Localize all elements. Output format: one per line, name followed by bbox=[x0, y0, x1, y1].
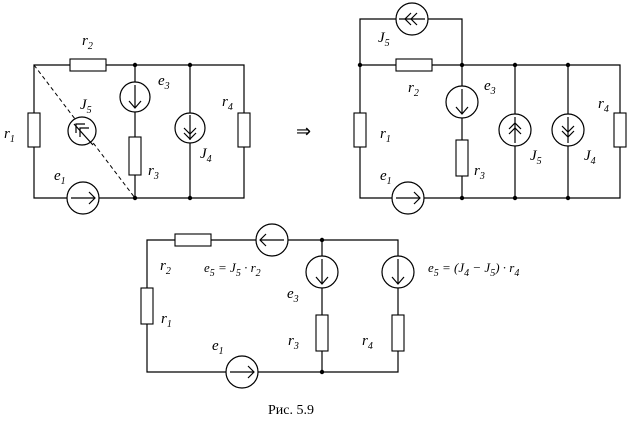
current-source-j4 bbox=[551, 113, 585, 147]
label-r4: r4 bbox=[362, 333, 373, 352]
resistor-r4 bbox=[391, 314, 405, 352]
label-e3: e3 bbox=[484, 78, 496, 97]
circuit-bottom: r2 r1 e1 e3 r3 r4 e5 = J5 · r2 e5 = (J4 … bbox=[140, 223, 519, 389]
label-r2: r2 bbox=[160, 258, 171, 277]
figure-caption: Рис. 5.9 bbox=[268, 403, 314, 418]
node bbox=[132, 195, 138, 201]
label-j5: J5 bbox=[80, 97, 92, 116]
node bbox=[187, 62, 193, 68]
node bbox=[132, 62, 138, 68]
current-source-j4 bbox=[174, 112, 206, 144]
label-r2: r2 bbox=[82, 33, 93, 52]
current-source-j5 bbox=[498, 113, 532, 147]
label-j4: J4 bbox=[584, 148, 596, 167]
current-source-j5 bbox=[67, 116, 97, 146]
source-e3 bbox=[445, 85, 479, 119]
label-j5: J5 bbox=[530, 148, 542, 167]
source-e1 bbox=[66, 181, 100, 215]
label-r3: r3 bbox=[288, 333, 299, 352]
label-r3: r3 bbox=[474, 163, 485, 182]
label-r1: r1 bbox=[380, 126, 391, 145]
resistor-r2 bbox=[174, 233, 212, 247]
node bbox=[565, 62, 571, 68]
node bbox=[512, 62, 518, 68]
label-r3: r3 bbox=[148, 163, 159, 182]
node bbox=[357, 62, 363, 68]
resistor-r1 bbox=[140, 287, 154, 325]
node bbox=[512, 195, 518, 201]
node bbox=[565, 195, 571, 201]
label-e3: e3 bbox=[287, 286, 299, 305]
label-j4: J4 bbox=[200, 146, 212, 165]
source-e5-right bbox=[381, 255, 415, 289]
label-j5-top: J5 bbox=[378, 30, 390, 49]
node bbox=[319, 369, 325, 375]
resistor-r3 bbox=[128, 136, 142, 176]
label-r1: r1 bbox=[4, 126, 15, 145]
resistor-r4 bbox=[237, 112, 251, 148]
label-r4: r4 bbox=[598, 96, 609, 115]
circuit-left: r2 r1 J5 e3 r3 J4 r4 e1 bbox=[4, 33, 251, 215]
equation-e5-right: e5 = (J4 − J5) · r4 bbox=[428, 260, 519, 279]
label-e3: e3 bbox=[158, 73, 170, 92]
label-e1: e1 bbox=[54, 168, 66, 187]
source-e1 bbox=[391, 181, 425, 215]
equation-e5-left: e5 = J5 · r2 bbox=[204, 260, 261, 279]
node bbox=[459, 62, 465, 68]
label-e1: e1 bbox=[212, 338, 224, 357]
current-source-j5-top bbox=[395, 2, 429, 36]
source-e3 bbox=[305, 255, 339, 289]
label-r2: r2 bbox=[408, 80, 419, 99]
resistor-r2 bbox=[395, 58, 433, 72]
resistor-r1 bbox=[27, 112, 41, 148]
resistor-r2 bbox=[69, 58, 107, 72]
resistor-r3 bbox=[455, 139, 469, 177]
resistor-r1 bbox=[353, 112, 367, 148]
resistor-r4 bbox=[613, 112, 627, 148]
circuit-right: J5 r2 r1 e3 r3 J5 J4 r4 e1 bbox=[353, 2, 627, 215]
label-e1: e1 bbox=[380, 168, 392, 187]
node bbox=[187, 195, 193, 201]
transform-arrow: ⇒ bbox=[296, 121, 311, 142]
source-e1 bbox=[225, 355, 259, 389]
resistor-r3 bbox=[315, 314, 329, 352]
label-r4: r4 bbox=[222, 94, 233, 113]
node bbox=[319, 237, 325, 243]
source-e3 bbox=[119, 81, 151, 113]
node bbox=[459, 195, 465, 201]
source-e5-left bbox=[255, 223, 289, 257]
label-r1: r1 bbox=[161, 311, 172, 330]
